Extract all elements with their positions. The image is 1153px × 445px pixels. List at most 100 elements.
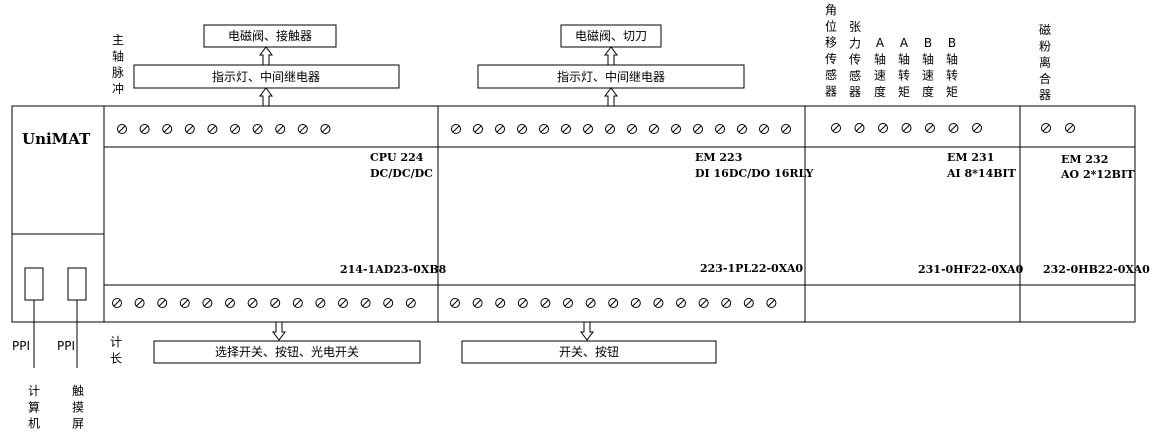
cpu-output-relay-box: 指示灯、中间继电器 <box>133 64 400 89</box>
terminal-screw-icon <box>472 298 483 308</box>
terminal-screw-icon <box>517 298 528 308</box>
terminal-screw-icon <box>671 124 681 134</box>
terminal-screw-icon <box>721 298 732 308</box>
terminal-screw-icon <box>297 124 308 134</box>
terminal-screw-icon <box>275 124 286 134</box>
terminal-screw-icon <box>693 124 703 134</box>
terminal-screw-icon <box>653 298 664 308</box>
ppi-label-2: PPI <box>57 339 75 353</box>
terminal-screw-icon <box>766 298 777 308</box>
em231-spec: AI 8*14BIT <box>946 167 1017 180</box>
terminal-screw-icon <box>495 298 506 308</box>
em232-model: EM 232 <box>1061 153 1108 166</box>
plc-rack <box>11 105 1136 323</box>
terminal-screw-icon <box>179 298 190 308</box>
cpu224-spec: DC/DC/DC <box>370 167 433 180</box>
terminal-screw-icon <box>925 123 935 133</box>
em231-part: 231-0HF22-0XA0 <box>918 263 1024 276</box>
terminal-screw-icon <box>608 298 619 308</box>
em223-model: EM 223 <box>695 151 742 164</box>
label-length-count: 计长 <box>110 335 122 365</box>
terminal-screw-icon <box>157 298 168 308</box>
terminal-screw-icon <box>540 298 551 308</box>
terminal-screw-icon <box>451 124 461 134</box>
arrow-up-icon <box>604 87 618 107</box>
terminal-screw-icon <box>450 298 460 308</box>
terminal-strips <box>112 123 1075 308</box>
terminal-screw-icon <box>561 124 571 134</box>
em223-part: 223-1PL22-0XA0 <box>700 262 803 275</box>
cpu-output-device-label: 电磁阀、接触器 <box>228 28 312 43</box>
terminal-screw-icon <box>630 298 641 308</box>
terminal-screw-icon <box>134 298 145 308</box>
terminal-screw-icon <box>517 124 527 134</box>
terminal-screw-icon <box>698 298 709 308</box>
terminal-screw-icon <box>1041 123 1051 133</box>
label-angle-sensor: 角位移传感器 <box>825 3 837 99</box>
cpu224-part: 214-1AD23-0XB8 <box>340 263 447 276</box>
terminal-screw-icon <box>759 124 769 134</box>
label-magnetic-clutch: 磁粉离合器 <box>1039 22 1051 102</box>
terminal-screw-icon <box>230 124 240 134</box>
terminal-screw-icon <box>585 298 596 308</box>
terminal-screw-icon <box>583 124 593 134</box>
label-spindle-pulse: 主轴脉冲 <box>112 33 124 96</box>
ppi-port-2 <box>67 267 87 301</box>
terminal-screw-icon <box>207 124 218 134</box>
cpu-input-label: 选择开关、按钮、光电开关 <box>215 344 359 359</box>
terminal-screw-icon <box>202 298 213 308</box>
em232-spec: AO 2*12BIT <box>1060 168 1135 181</box>
terminal-screw-icon <box>831 123 841 133</box>
terminal-screw-icon <box>495 124 505 134</box>
cpu-output-device-box: 电磁阀、接触器 <box>203 24 337 48</box>
terminal-screw-icon <box>247 298 258 308</box>
terminal-screw-icon <box>338 298 348 308</box>
arrow-up-icon <box>259 87 273 107</box>
terminal-screw-icon <box>539 124 549 134</box>
em223-output-device-label: 电磁阀、切刀 <box>575 28 647 43</box>
terminal-screw-icon <box>162 124 173 134</box>
terminal-screw-icon <box>225 298 235 308</box>
ppi-label-1: PPI <box>12 339 30 353</box>
terminal-screw-icon <box>315 298 326 308</box>
terminal-screw-icon <box>112 298 122 308</box>
em223-output-device-box: 电磁阀、切刀 <box>560 24 662 48</box>
label-touch-screen: 触摸屏 <box>72 384 84 431</box>
terminal-screw-icon <box>270 298 281 308</box>
terminal-screw-icon <box>405 298 416 308</box>
terminal-screw-icon <box>360 298 371 308</box>
terminal-screw-icon <box>737 124 747 134</box>
terminal-screw-icon <box>649 124 659 134</box>
cpu224-model: CPU 224 <box>370 151 424 164</box>
terminal-screw-icon <box>252 124 263 134</box>
arrow-down-icon <box>272 321 286 341</box>
terminal-screw-icon <box>605 124 615 134</box>
terminal-screw-icon <box>948 123 959 133</box>
terminal-screw-icon <box>781 124 791 134</box>
em223-output-relay-label: 指示灯、中间继电器 <box>557 69 665 84</box>
arrow-up-icon <box>604 46 618 66</box>
terminal-screw-icon <box>292 298 303 308</box>
terminal-screw-icon <box>901 123 912 133</box>
ppi-port-1 <box>24 267 44 301</box>
label-tension-sensor: 张力传感器 <box>849 20 861 99</box>
em223-input-box: 开关、按钮 <box>461 340 717 364</box>
cpu-output-relay-label: 指示灯、中间继电器 <box>212 69 320 84</box>
terminal-screw-icon <box>383 298 394 308</box>
em223-output-relay-box: 指示灯、中间继电器 <box>477 64 745 89</box>
terminal-screw-icon <box>1065 123 1075 133</box>
cpu-input-box: 选择开关、按钮、光电开关 <box>153 340 421 364</box>
brand-label: UniMAT <box>22 130 91 148</box>
em231-model: EM 231 <box>947 151 994 164</box>
terminal-screw-icon <box>320 124 331 134</box>
arrow-up-icon <box>259 46 273 66</box>
em232-part: 232-0HB22-0XA0 <box>1043 263 1150 276</box>
terminal-screw-icon <box>117 124 127 134</box>
em223-input-label: 开关、按钮 <box>559 344 619 359</box>
